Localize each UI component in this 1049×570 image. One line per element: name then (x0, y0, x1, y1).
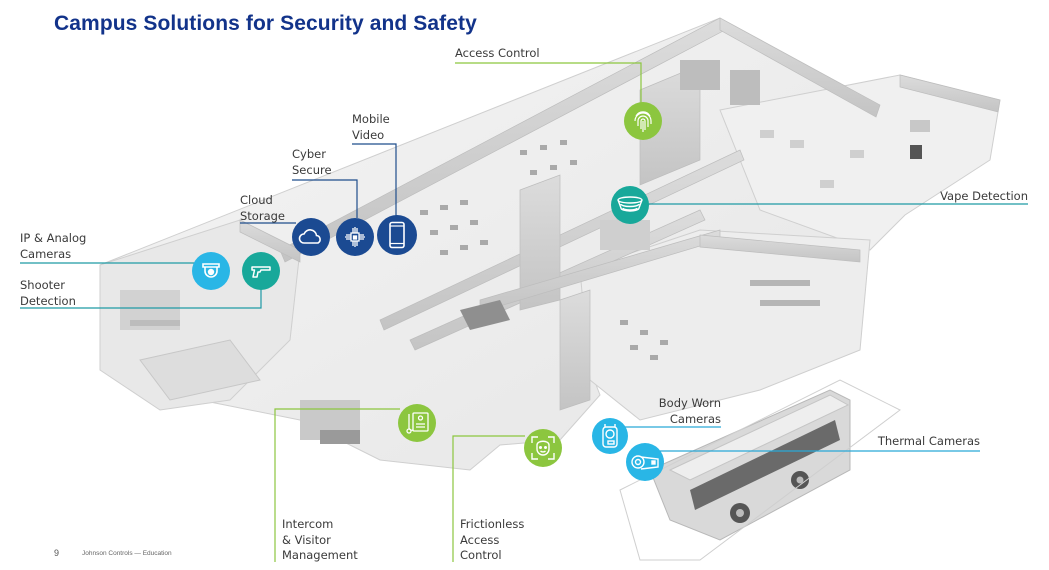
label-line: Vape Detection (940, 189, 1028, 203)
smartphone-icon[interactable] (377, 215, 417, 255)
label-line: Cloud (240, 193, 273, 207)
face-scan-icon[interactable] (524, 429, 562, 467)
label-line: Body Worn (658, 396, 721, 410)
label-line: Access (460, 532, 500, 547)
label-line: & Visitor (282, 532, 331, 547)
footer-company: Johnson Controls — Education (82, 550, 172, 557)
label-line: Secure (292, 162, 332, 177)
label-access-control: Access Control (455, 46, 540, 62)
label-line: Video (352, 127, 385, 142)
label-vape-detection: Vape Detection (920, 189, 1028, 205)
circuit-lock-icon[interactable] (336, 218, 374, 256)
label-thermal-cameras: Thermal Cameras (860, 434, 980, 450)
label-line: Cyber (292, 147, 326, 161)
label-shooter-detection: Shooter Detection (20, 278, 76, 309)
body-camera-icon[interactable] (592, 418, 628, 454)
label-line: Intercom (282, 517, 334, 531)
label-body-worn-cameras: Body Worn Cameras (630, 396, 721, 427)
label-line: Thermal Cameras (877, 434, 980, 448)
label-line: Cameras (669, 411, 721, 426)
intercom-icon[interactable] (398, 404, 436, 442)
bullet-camera-icon[interactable] (626, 443, 664, 481)
page-number: 9 (54, 548, 60, 558)
label-cyber-secure: Cyber Secure (292, 147, 332, 178)
school-bus (619, 379, 901, 561)
label-line: IP & Analog (20, 231, 87, 245)
label-line: Mobile (352, 112, 390, 126)
label-cloud-storage: Cloud Storage (240, 193, 285, 224)
vape-sensor-icon[interactable] (611, 186, 649, 224)
cloud-icon[interactable] (292, 218, 330, 256)
label-mobile-video: Mobile Video (352, 112, 390, 143)
label-line: Frictionless (460, 517, 525, 531)
dome-camera-icon[interactable] (192, 252, 230, 290)
label-line: Storage (240, 208, 285, 223)
page-title: Campus Solutions for Security and Safety (54, 12, 477, 35)
fingerprint-icon[interactable] (624, 102, 662, 140)
label-intercom-visitor-management: Intercom & Visitor Management (282, 517, 358, 564)
label-line: Management (282, 548, 358, 562)
label-frictionless-access-control: Frictionless Access Control (460, 517, 524, 564)
label-line: Detection (20, 293, 76, 308)
label-line: Shooter (20, 278, 65, 292)
pistol-icon[interactable] (242, 252, 280, 290)
label-line: Cameras (20, 246, 72, 261)
label-line: Control (460, 548, 502, 562)
label-line: Access Control (455, 46, 540, 60)
label-ip-analog-cameras: IP & Analog Cameras (20, 231, 86, 262)
